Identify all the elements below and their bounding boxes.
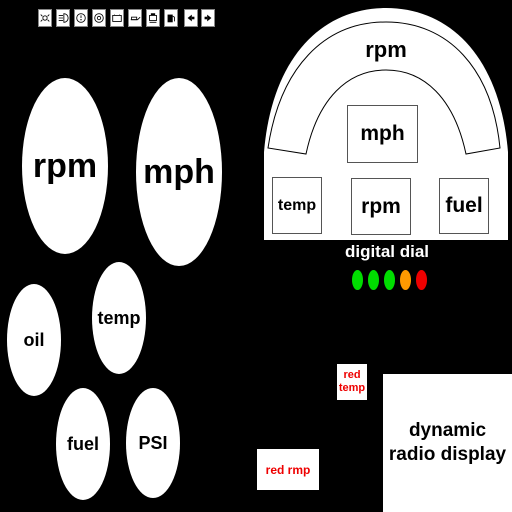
digital-dial-caption: digital dial bbox=[344, 242, 430, 261]
radio-display-label: dynamic radio display bbox=[388, 420, 507, 465]
cluster-temp-label: temp bbox=[277, 196, 317, 214]
oil-gauge: oil bbox=[7, 284, 61, 396]
mph-gauge-label: mph bbox=[143, 152, 215, 191]
psi-gauge: PSI bbox=[126, 388, 180, 498]
warning-light bbox=[400, 270, 411, 290]
red-rpm-alert: red rmp bbox=[257, 449, 319, 490]
temp-gauge-label: temp bbox=[97, 307, 141, 328]
left-arrow-icon bbox=[184, 9, 198, 27]
rpm-gauge: rpm bbox=[22, 78, 108, 254]
red-temp-label: red temp bbox=[338, 369, 366, 394]
right-arrow-icon bbox=[201, 9, 215, 27]
cluster-fuel-display: fuel bbox=[439, 178, 489, 234]
tire-icon bbox=[92, 9, 106, 27]
warning-light bbox=[368, 270, 379, 290]
red-temp-alert: red temp bbox=[337, 364, 367, 400]
oil-gauge-label: oil bbox=[23, 329, 45, 350]
radio-display: dynamic radio display bbox=[383, 374, 512, 512]
light-icon bbox=[38, 9, 52, 27]
brake-icon bbox=[74, 9, 88, 27]
engine-icon bbox=[146, 9, 160, 27]
warning-light bbox=[384, 270, 395, 290]
cluster-fuel-label: fuel bbox=[445, 194, 483, 217]
cluster-arc-label: rpm bbox=[365, 37, 407, 62]
cluster-temp-display: temp bbox=[272, 177, 322, 234]
cluster-mph-display: mph bbox=[347, 105, 418, 163]
warning-light bbox=[352, 270, 363, 290]
fuel-pump-icon bbox=[164, 9, 178, 27]
mph-gauge: mph bbox=[136, 78, 222, 266]
fuel-gauge: fuel bbox=[56, 388, 110, 500]
fuel-gauge-label: fuel bbox=[66, 433, 99, 454]
rpm-gauge-label: rpm bbox=[32, 146, 98, 185]
battery-icon bbox=[110, 9, 124, 27]
cluster-rpm-display: rpm bbox=[351, 178, 411, 235]
headlight-icon bbox=[56, 9, 70, 27]
cluster-rpm-label: rpm bbox=[361, 194, 401, 218]
psi-gauge-label: PSI bbox=[138, 432, 168, 453]
temp-gauge: temp bbox=[92, 262, 146, 374]
cluster-mph-label: mph bbox=[360, 122, 405, 145]
warning-light bbox=[416, 270, 427, 290]
oil-can-icon bbox=[128, 9, 142, 27]
red-rpm-label: red rmp bbox=[265, 462, 311, 477]
